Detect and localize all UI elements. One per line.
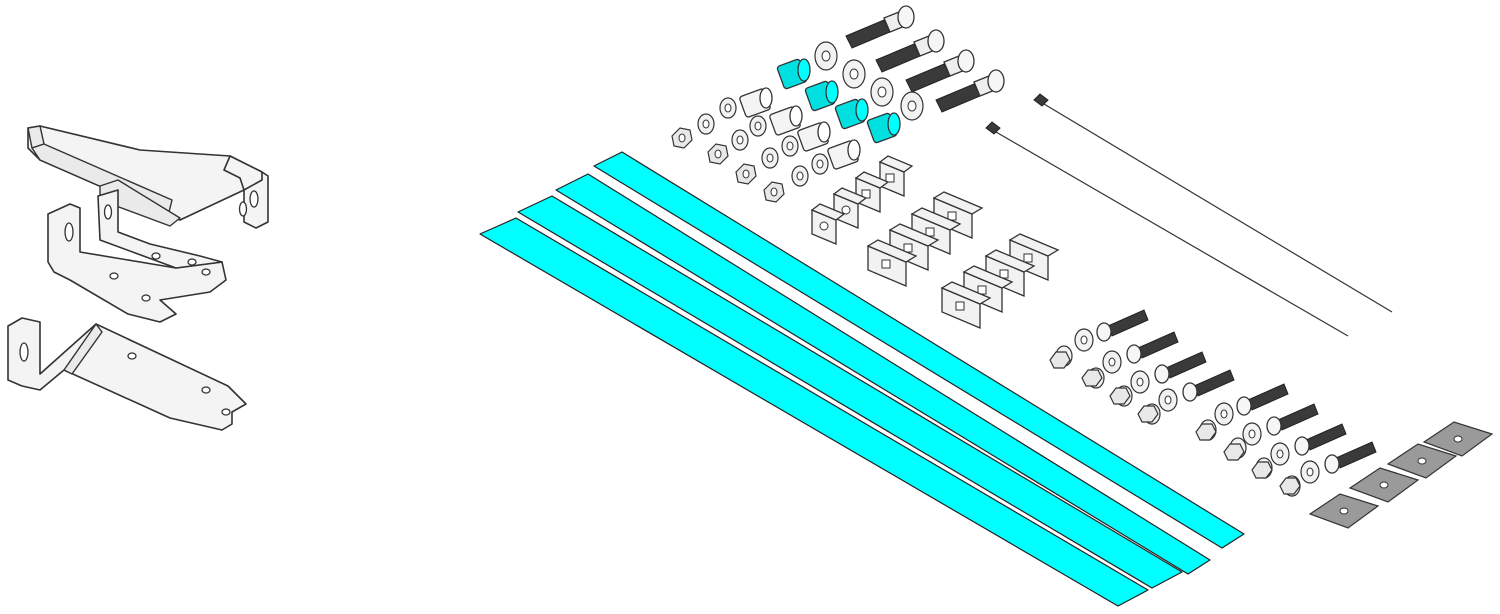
bolt-small bbox=[1126, 331, 1179, 364]
washer-medium bbox=[1214, 402, 1234, 426]
spacer-white bbox=[739, 87, 773, 118]
fish-wire bbox=[985, 121, 1349, 337]
nut-medium bbox=[1109, 387, 1131, 405]
bolt-small bbox=[1266, 403, 1319, 436]
bracket-bottom bbox=[7, 317, 247, 431]
washer-medium bbox=[1270, 442, 1290, 466]
small-bolts bbox=[1096, 309, 1377, 474]
adhesive-strip bbox=[517, 195, 1183, 589]
washer-small bbox=[781, 135, 799, 157]
bolt-large bbox=[845, 5, 915, 49]
adhesive-strips bbox=[479, 151, 1245, 607]
washer-small bbox=[731, 129, 749, 151]
clip-block bbox=[984, 249, 1036, 297]
clip-block bbox=[878, 155, 914, 197]
clip-block bbox=[932, 191, 984, 239]
washer-medium bbox=[1300, 460, 1320, 484]
clip-block bbox=[810, 203, 846, 245]
washer-medium bbox=[1102, 350, 1122, 374]
large-washers bbox=[814, 41, 924, 121]
fish-wires bbox=[985, 93, 1393, 337]
nut-small bbox=[763, 181, 785, 203]
washer-medium bbox=[1074, 328, 1094, 352]
washer-large bbox=[814, 41, 838, 71]
nut-small bbox=[671, 127, 693, 149]
bolt-large bbox=[905, 49, 975, 93]
bolt-small bbox=[1236, 383, 1289, 416]
washer-small bbox=[697, 113, 715, 135]
large-bolts bbox=[845, 5, 1005, 113]
washer-large bbox=[870, 77, 894, 107]
washer-small bbox=[749, 115, 767, 137]
clip-block bbox=[866, 239, 918, 287]
nut-medium bbox=[1195, 423, 1217, 441]
square-pads bbox=[1308, 421, 1494, 529]
adhesive-strip bbox=[593, 151, 1245, 549]
bolt-large bbox=[875, 29, 945, 73]
bolt-small bbox=[1294, 423, 1347, 456]
nut-medium bbox=[1081, 369, 1103, 387]
nut-medium bbox=[1223, 443, 1245, 461]
fish-wire bbox=[1033, 93, 1393, 313]
small-hardware bbox=[671, 97, 829, 203]
washer-small bbox=[761, 147, 779, 169]
washer-small bbox=[791, 165, 809, 187]
square-pad bbox=[1422, 421, 1494, 457]
spacer-white bbox=[769, 105, 803, 136]
square-pad bbox=[1386, 443, 1458, 479]
adhesive-strip bbox=[555, 173, 1211, 575]
spacer-cyan bbox=[866, 112, 901, 144]
clip-block bbox=[940, 281, 992, 329]
spacer-cyan bbox=[834, 98, 869, 130]
spacer-white bbox=[827, 139, 861, 170]
clip-blocks bbox=[810, 155, 1060, 329]
bolt-large bbox=[935, 69, 1005, 113]
bolt-small bbox=[1182, 369, 1235, 402]
spacers bbox=[739, 58, 901, 170]
nut-medium bbox=[1049, 351, 1071, 369]
washer-small bbox=[811, 153, 829, 175]
washer-medium bbox=[1158, 388, 1178, 412]
bracket-middle bbox=[47, 189, 227, 323]
nut-medium bbox=[1137, 405, 1159, 423]
washer-large bbox=[842, 59, 866, 89]
washer-medium bbox=[1130, 370, 1150, 394]
spacer-cyan bbox=[804, 80, 839, 112]
bolt-small bbox=[1324, 441, 1377, 474]
washer-large bbox=[900, 91, 924, 121]
nut-medium bbox=[1251, 461, 1273, 479]
medium-hardware bbox=[1049, 328, 1320, 497]
bolt-small bbox=[1154, 351, 1207, 384]
washer-medium bbox=[1242, 422, 1262, 446]
square-pad bbox=[1348, 467, 1420, 503]
washer-small bbox=[719, 97, 737, 119]
square-pad bbox=[1308, 493, 1380, 529]
clip-block bbox=[910, 207, 962, 255]
nut-small bbox=[735, 163, 757, 185]
adhesive-strip bbox=[479, 217, 1149, 607]
bolt-small bbox=[1096, 309, 1149, 342]
nut-medium bbox=[1279, 477, 1301, 495]
spacer-cyan bbox=[776, 58, 811, 90]
spacer-white bbox=[797, 121, 831, 152]
bracket-top bbox=[27, 125, 269, 229]
nut-small bbox=[707, 143, 729, 165]
clip-block bbox=[854, 171, 890, 213]
